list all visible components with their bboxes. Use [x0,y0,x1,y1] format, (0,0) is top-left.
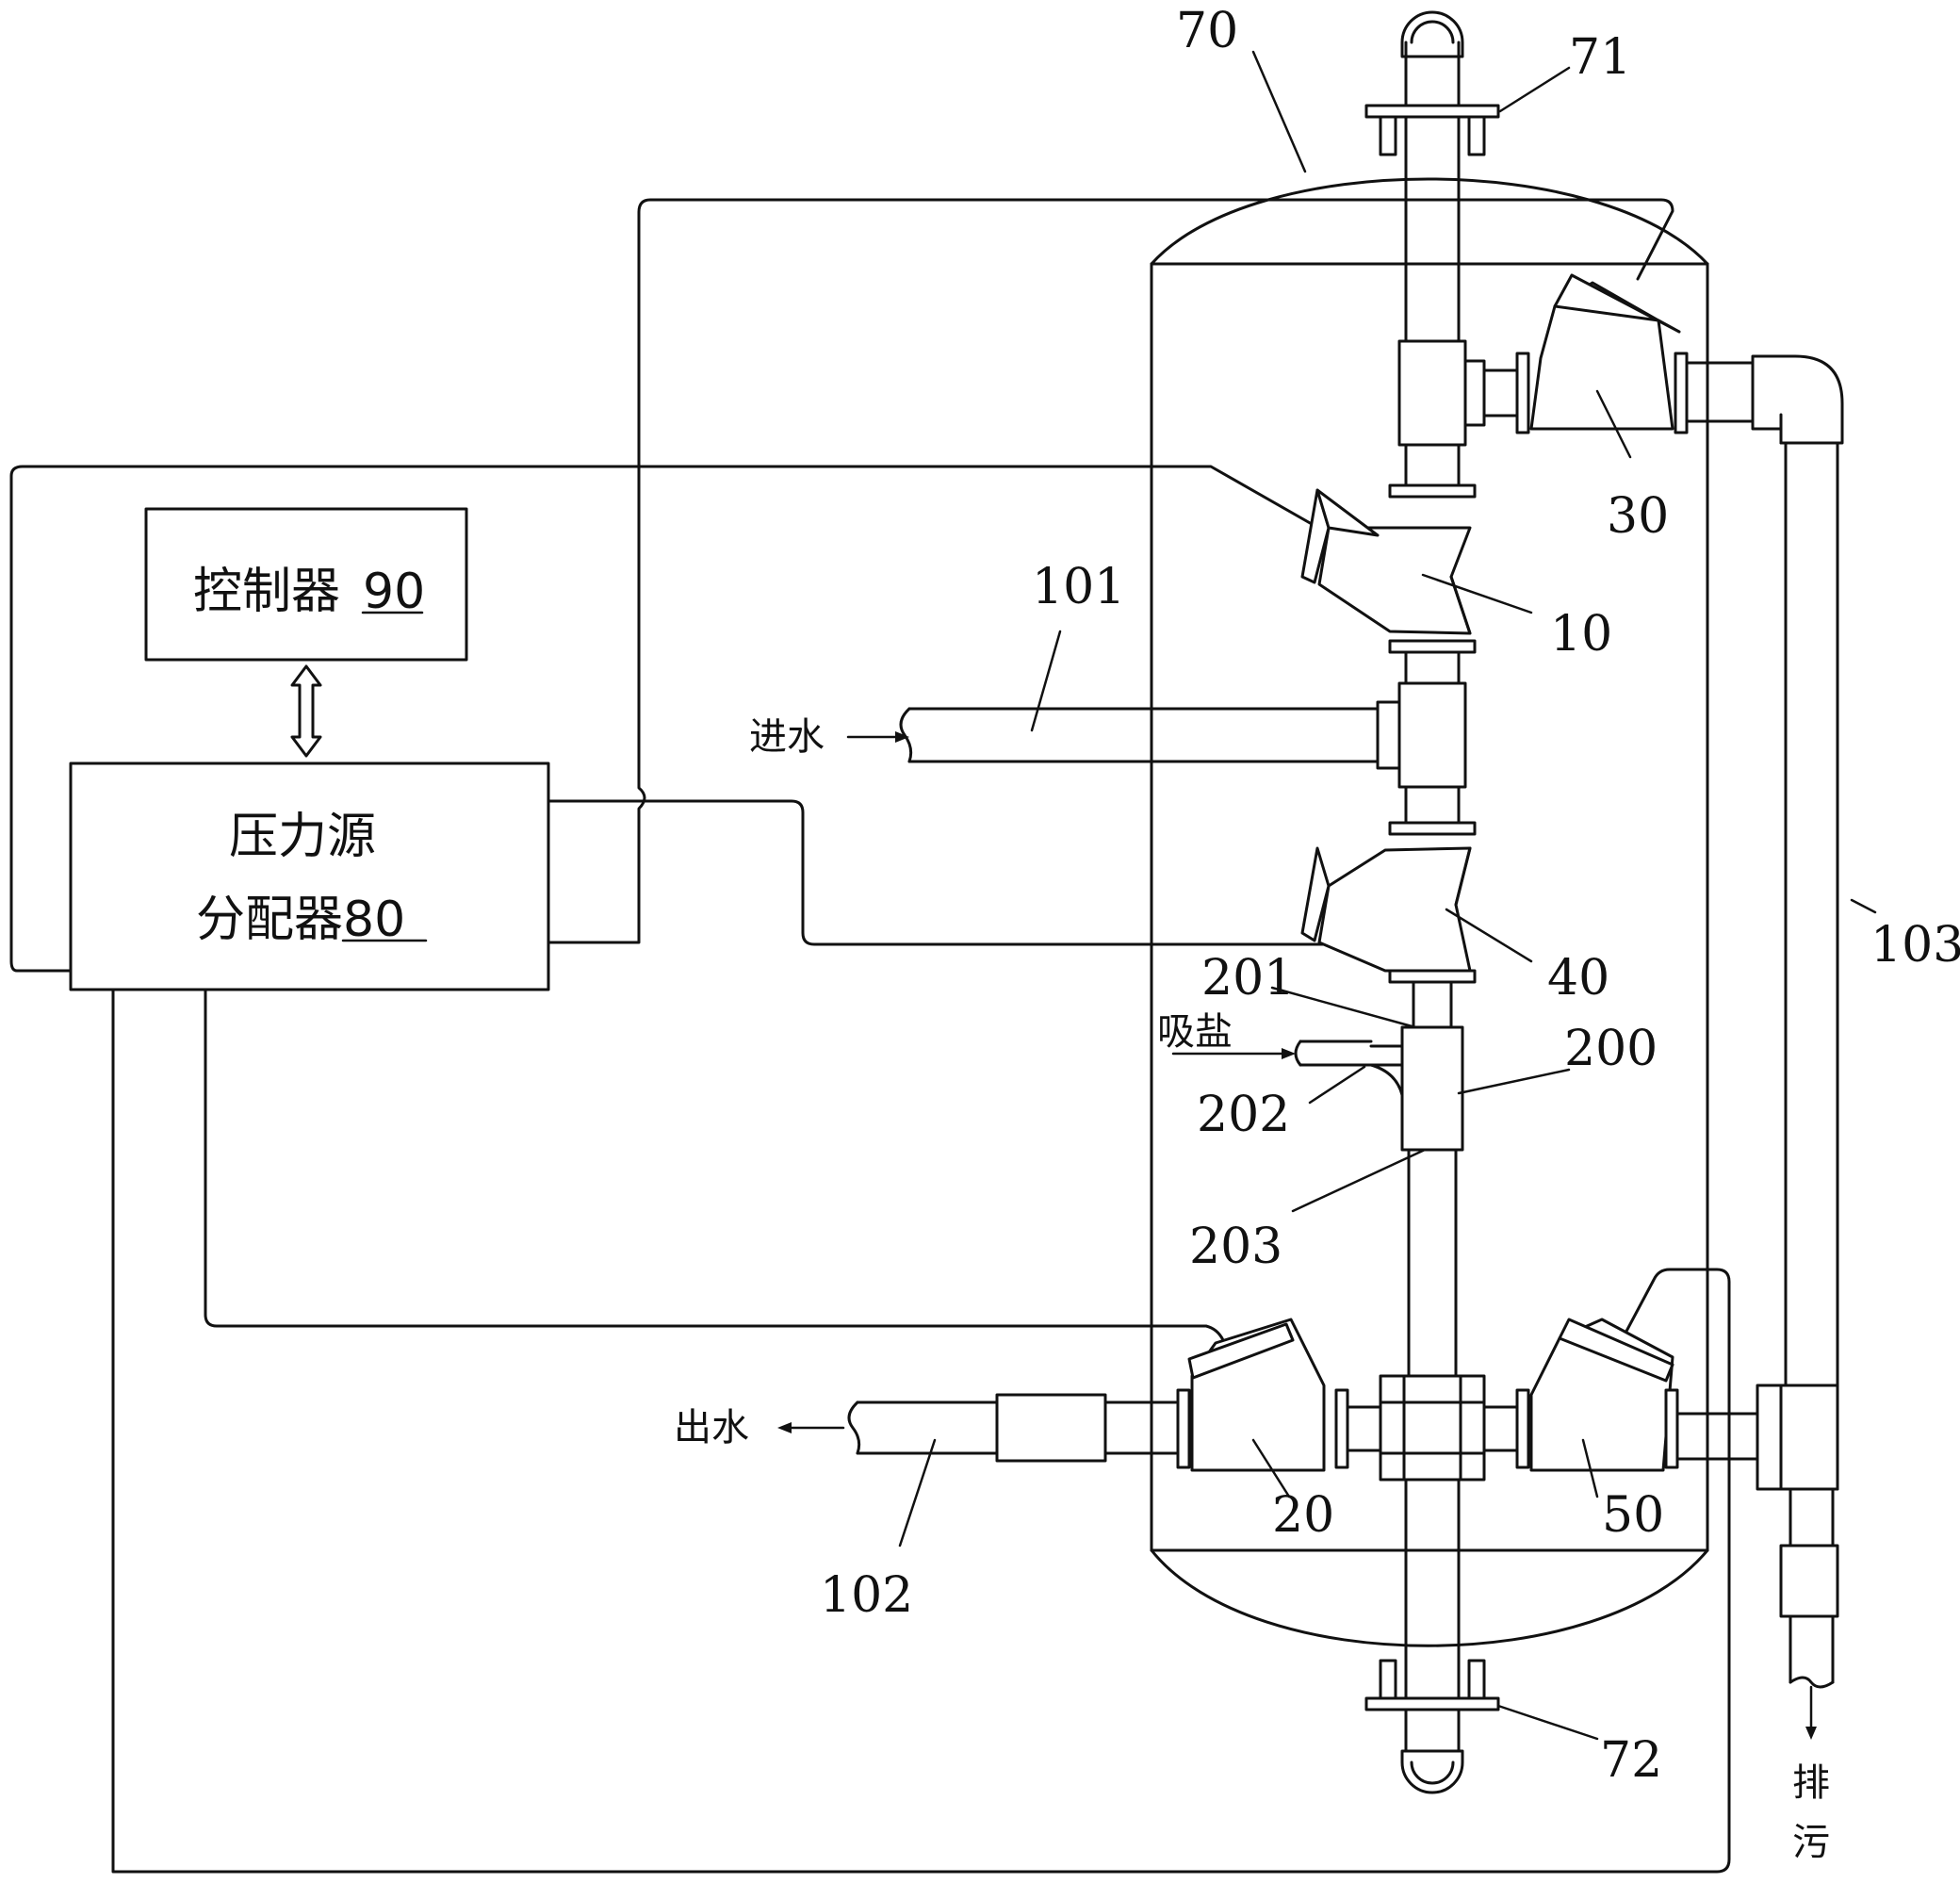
label-71: 71 [1569,29,1631,86]
distributor-line1: 压力源 [229,809,376,865]
flow-labels: 进水 出水 吸盐 排 污 [674,715,1830,1864]
controller-number: 90 [363,564,425,620]
inlet-label: 进水 [749,715,825,759]
drain-pipe-103 [1675,354,1844,1689]
central-pipe [1294,10,1500,1794]
label-201: 201 [1201,950,1295,1007]
drain-label-1: 排 [1792,1761,1830,1805]
outlet-label: 出水 [674,1406,749,1449]
label-30: 30 [1607,488,1669,545]
drain-label-2: 污 [1792,1821,1830,1864]
label-102: 102 [820,1567,913,1624]
label-20: 20 [1272,1487,1334,1544]
label-101: 101 [1032,559,1125,615]
valve-30 [1482,273,1689,434]
label-72: 72 [1600,1732,1662,1789]
brine-label: 吸盐 [1157,1010,1233,1054]
bidirectional-arrow [290,664,322,758]
distributor-line2: 分配器 [196,892,343,948]
outlet-pipe-102 [847,1393,1178,1463]
valve-10 [1300,488,1472,635]
label-70: 70 [1176,3,1238,59]
label-10: 10 [1550,606,1612,663]
label-40: 40 [1547,950,1609,1007]
label-103: 103 [1870,917,1960,974]
label-202: 202 [1197,1087,1290,1143]
valve-20 [1176,1318,1382,1472]
label-200: 200 [1564,1021,1658,1077]
label-203: 203 [1189,1219,1282,1275]
pressure-distributor-box: 压力源 分配器 80 [69,761,550,991]
valve-40 [1300,846,1472,973]
control-lines [9,198,1731,1874]
leader-lines [898,50,1877,1741]
valve-50 [1482,1318,1679,1472]
reference-labels: 70 71 30 10 101 40 201 200 202 203 103 2… [820,3,1960,1789]
label-50: 50 [1602,1487,1664,1544]
controller-label: 控制器 [193,564,340,620]
flow-arrows [777,731,1817,1740]
tank [1150,177,1709,1647]
controller-box: 控制器 90 [144,507,468,662]
distributor-number: 80 [343,892,405,948]
inlet-pipe-101 [899,700,1401,770]
